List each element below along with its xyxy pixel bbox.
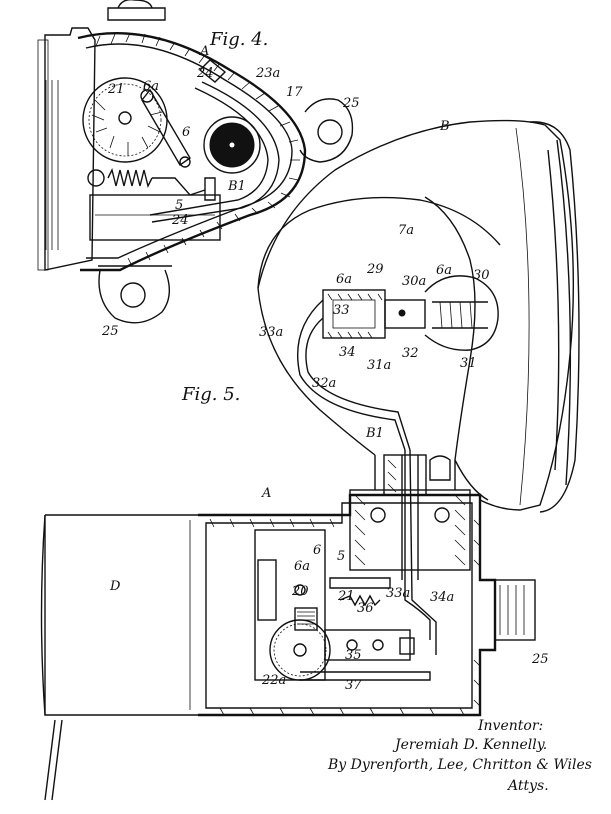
fig5-label: 7a <box>398 223 414 238</box>
fig5-casing-inner <box>206 503 472 708</box>
fig4-top-lug <box>108 8 165 20</box>
fig5-label: 36 <box>357 601 374 616</box>
fig4-cam-center <box>229 142 235 148</box>
fig5-bearing-left <box>371 508 385 522</box>
fig5-main-gear-hub <box>294 644 306 656</box>
fig5-label: 31a <box>367 358 391 373</box>
fig5-lamp-shell <box>258 121 573 510</box>
fig5-label: 6a <box>336 272 352 287</box>
fig4-label: 6a <box>143 79 159 94</box>
fig5-bulb-contact <box>399 310 405 316</box>
fig4-label: 17 <box>286 85 303 100</box>
fig5-label: 20 <box>291 584 309 599</box>
fig5-main-gear-teeth <box>274 624 326 676</box>
signature-block: Inventor: Jeremiah D. Kennelly. By Dyren… <box>327 718 592 794</box>
fig4-spring-anchor <box>88 170 104 186</box>
fig4-reference-numerals: A 21 6a 24 23a 17 25 6 5 24 B1 25 <box>101 44 360 339</box>
fig5-label: 33 <box>333 303 350 318</box>
fig5-label: 22a <box>261 673 286 688</box>
fig5-label: 32 <box>402 346 419 361</box>
fig5-switch-contact <box>400 638 414 654</box>
fig4-gear-teeth <box>89 84 161 156</box>
fig4-label: 25 <box>342 96 360 111</box>
fig5-reflector-right <box>425 197 488 500</box>
fig5-wire-33a <box>410 450 436 655</box>
fig4-spring-link <box>152 178 205 195</box>
fig5-label: 30 <box>473 268 490 283</box>
fig5-label: 29 <box>366 262 384 277</box>
fig5-label: 5 <box>337 549 345 564</box>
fig4-label: 24 <box>196 66 214 81</box>
fig5-main-gear <box>270 620 330 680</box>
signature-inventor: Jeremiah D. Kennelly. <box>392 737 547 753</box>
fig4-title: Fig. 4. <box>209 29 268 50</box>
fig5-side-lug <box>495 580 535 640</box>
fig4-left-plate <box>45 28 95 270</box>
signature-heading: Inventor: <box>477 718 543 734</box>
fig5-label: 34a <box>430 590 454 605</box>
fig5-lamp-rim-line <box>516 128 529 505</box>
fig5-cylinder-d <box>45 515 198 715</box>
fig5-label: B1 <box>365 426 384 441</box>
fig5-pinion <box>295 608 317 630</box>
fig4-left-rail <box>38 40 48 270</box>
fig5-label: D <box>109 579 121 594</box>
fig5-title: Fig. 5. <box>181 384 240 405</box>
fig4-label: 21 <box>107 82 125 97</box>
fig4-drawing <box>38 0 352 323</box>
fig4-ear-bottom-hole <box>121 283 145 307</box>
signature-attorneys: By Dyrenforth, Lee, Chritton & Wiles <box>327 757 592 773</box>
fig5-label: 6a <box>436 263 452 278</box>
fig5-label: 33a <box>386 586 410 601</box>
fig5-turret-knob <box>430 456 450 480</box>
fig5-label: B <box>439 119 450 134</box>
fig5-side-lug-lines <box>500 585 524 635</box>
fig4-label: 23a <box>255 66 280 81</box>
fig5-reflector-bottom <box>258 288 375 455</box>
fig5-wire-outer <box>298 300 405 450</box>
fig4-label: A <box>199 44 209 59</box>
fig5-switch-pin-right <box>373 640 383 650</box>
fig5-switch-block <box>325 630 410 660</box>
fig5-cord <box>45 720 62 800</box>
fig5-label: 33a <box>259 325 283 340</box>
fig5-bearing-right <box>435 508 449 522</box>
fig4-label: 24 <box>171 213 189 228</box>
fig5-label: A <box>261 486 271 501</box>
fig5-lamp-neck <box>375 455 455 490</box>
fig5-label: 31 <box>460 356 477 371</box>
fig4-label: 25 <box>101 324 119 339</box>
fig4-ear-right-hole <box>318 120 342 144</box>
fig5-label: 32a <box>312 376 336 391</box>
fig4-spring <box>108 170 152 186</box>
fig4-gear-hub <box>119 112 131 124</box>
fig5-label: 34 <box>339 345 356 360</box>
fig5-label: 6 <box>313 543 321 558</box>
fig5-filament <box>440 302 472 328</box>
signature-suffix: Attys. <box>506 778 549 794</box>
fig5-bulb <box>425 276 498 350</box>
fig5-label: 25 <box>531 652 549 667</box>
fig5-label: 21 <box>337 589 355 604</box>
fig4-ear-bottom <box>99 270 169 323</box>
fig4-label: 6 <box>182 125 190 140</box>
fig5-frame-post <box>258 560 276 620</box>
fig5-lamp-lens-inner <box>548 150 559 470</box>
fig4-label: B1 <box>227 179 246 194</box>
fig5-lamp-drawing <box>258 121 579 512</box>
fig4-contact-block <box>205 178 215 200</box>
fig5-label: 6a <box>294 559 310 574</box>
fig5-label: 37 <box>345 678 362 693</box>
fig5-label: 30a <box>402 274 426 289</box>
fig5-lever-6 <box>330 578 390 588</box>
fig4-top-lug-arc <box>118 0 152 8</box>
fig4-label: 5 <box>175 198 183 213</box>
fig5-label: 35 <box>345 648 362 663</box>
